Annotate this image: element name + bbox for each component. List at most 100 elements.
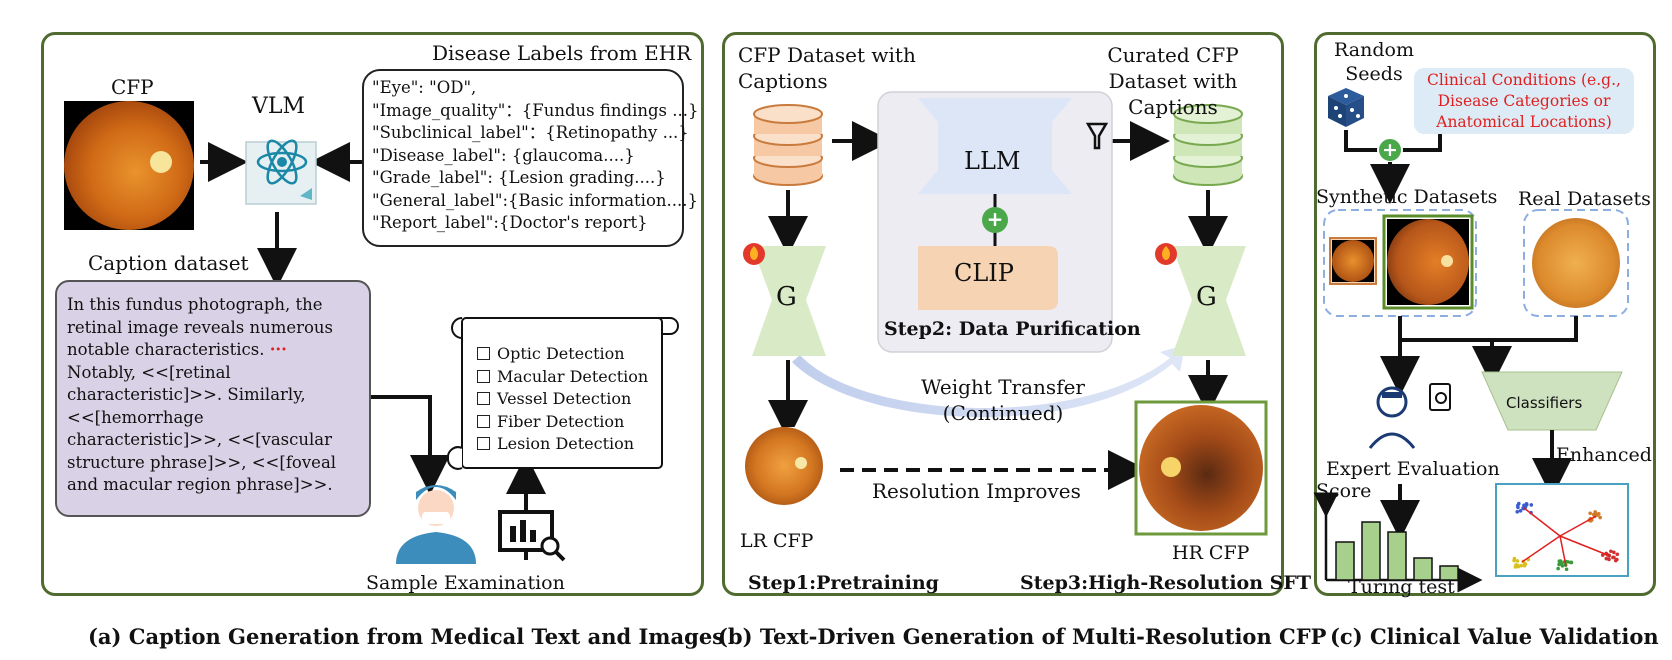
- expert-eval-label: Expert Evaluation: [1326, 458, 1500, 480]
- checklist-scroll: [461, 317, 663, 469]
- scatter-point: [1519, 563, 1524, 568]
- checklist-item: Macular Detection: [477, 366, 648, 389]
- vlm-label: VLM: [252, 94, 306, 119]
- scatter-link: [1523, 507, 1561, 537]
- monitor-icon: [498, 510, 566, 562]
- atom-icon: [245, 139, 317, 205]
- scatter-point: [1564, 567, 1569, 572]
- checklist-item: Lesion Detection: [477, 433, 648, 456]
- scatter-point: [1568, 560, 1573, 565]
- turing-bars: [1335, 521, 1459, 581]
- clinical-conditions-label: Clinical Conditions (e.g., Disease Categ…: [1427, 71, 1621, 131]
- caption-dataset-label: Caption dataset: [88, 251, 249, 275]
- ehr-line: "Disease_label": {glaucoma....}: [372, 145, 635, 165]
- step3-label: Step3:High-Resolution SFT: [1020, 572, 1311, 594]
- scatter-point: [1529, 503, 1534, 507]
- g-label-right: G: [1196, 282, 1217, 312]
- caption-a: (a) Caption Generation from Medical Text…: [88, 624, 724, 649]
- scatter-point: [1612, 550, 1616, 555]
- scatter-point: [1512, 556, 1517, 561]
- checklist-item: Vessel Detection: [477, 388, 648, 411]
- scatter-point: [1615, 557, 1619, 562]
- checklist: Optic Detection Macular Detection Vessel…: [477, 343, 648, 456]
- lr-cfp-label: LR CFP: [740, 530, 814, 552]
- step2-label: Step2: Data Purification: [884, 318, 1141, 340]
- caption-text-box: In this fundus photograph, the retinal i…: [55, 280, 371, 517]
- scatter-point: [1515, 509, 1520, 514]
- scatter-point: [1556, 566, 1560, 571]
- dataset-label: CFP Dataset with Captions: [738, 43, 916, 93]
- filter-icon: [1085, 122, 1109, 150]
- hr-cfp-image: [1139, 405, 1263, 531]
- real-image: [1532, 218, 1620, 308]
- step1-label: Step1:Pretraining: [748, 572, 939, 594]
- scatter-point: [1615, 552, 1620, 557]
- scatter-point: [1518, 509, 1523, 513]
- resolution-improves-label: Resolution Improves: [872, 479, 1081, 503]
- scatter-point: [1604, 556, 1609, 561]
- turing-bar: [1439, 565, 1459, 581]
- score-label: Score: [1316, 480, 1372, 502]
- cfp-label: CFP: [111, 75, 154, 99]
- enhanced-label: Enhanced: [1556, 444, 1652, 466]
- scatter-point: [1516, 505, 1520, 510]
- dataset-cylinder-green: [1173, 104, 1243, 186]
- ehr-line: "Eye": "OD",: [372, 78, 477, 97]
- scatter-link: [1559, 535, 1567, 567]
- generator-shape-right: [1172, 246, 1246, 356]
- ehr-title: Disease Labels from EHR: [432, 41, 692, 65]
- clinical-conditions-box: [1414, 68, 1634, 134]
- cfp-image: [64, 101, 194, 230]
- svg-text:+: +: [1382, 139, 1398, 161]
- scatter-point: [1609, 549, 1613, 554]
- checklist-item: Fiber Detection: [477, 411, 648, 434]
- synthetic-small-image: [1332, 240, 1374, 282]
- ehr-label-box: "Eye": "OD", "Image_quality"：{Fundus fin…: [362, 69, 699, 247]
- scatter-point: [1612, 555, 1616, 560]
- scatter-point: [1522, 563, 1527, 568]
- lr-cfp-image: [745, 427, 823, 505]
- svg-text:+: +: [987, 207, 1004, 231]
- scatter-point: [1598, 515, 1602, 520]
- panel-c: [1314, 32, 1656, 596]
- turing-label: Turing test: [1348, 576, 1455, 598]
- doctor-icon: [396, 485, 476, 564]
- scatter-point: [1588, 511, 1592, 516]
- caption-b: (b) Text-Driven Generation of Multi-Reso…: [718, 624, 1327, 649]
- hr-cfp-label: HR CFP: [1172, 542, 1250, 564]
- scatter-link: [1559, 515, 1597, 537]
- curated-label: Curated CFP Dataset with Captions: [1107, 43, 1239, 119]
- caption-ellipsis: ···: [269, 340, 287, 359]
- panel-b: [722, 32, 1284, 596]
- turing-bar: [1413, 557, 1433, 581]
- llm-label: LLM: [964, 147, 1021, 175]
- ehr-line: "Subclinical_label"：{Retinopathy ...}: [372, 123, 689, 142]
- caption-text-1: In this fundus photograph, the retinal i…: [67, 295, 334, 359]
- scatter-point: [1566, 560, 1570, 564]
- checklist-item: Optic Detection: [477, 343, 648, 366]
- scatter-point: [1515, 559, 1520, 563]
- classifiers-label: Classifiers: [1506, 394, 1583, 412]
- ehr-line: "General_label":{Basic information....}: [372, 190, 698, 210]
- synthetic-large-image: [1387, 219, 1469, 305]
- scatter-point: [1517, 501, 1521, 506]
- turing-bar: [1361, 521, 1381, 581]
- panel-a: [41, 32, 704, 596]
- scatter-point: [1607, 557, 1611, 562]
- weight-transfer-label: Weight Transfer (Continued): [920, 375, 1085, 425]
- g-label-left: G: [776, 282, 797, 312]
- sample-exam-label: Sample Examination: [366, 572, 565, 594]
- scatter-link: [1521, 535, 1561, 563]
- ehr-line: "Report_label":{Doctor's report}: [372, 213, 648, 232]
- clip-label: CLIP: [954, 259, 1014, 287]
- scatter-point: [1524, 502, 1529, 507]
- scatter-point: [1558, 559, 1563, 563]
- turing-bar: [1387, 531, 1407, 581]
- turing-bar: [1335, 541, 1355, 581]
- caption-text-2: Notably, <<[retinal characteristic]>>. S…: [67, 362, 337, 495]
- scatter-point: [1593, 510, 1598, 514]
- ehr-line: "Grade_label": {Lesion grading....}: [372, 168, 666, 187]
- synthetic-datasets-label: Synthetic Datasets: [1316, 186, 1498, 208]
- caption-c: (c) Clinical Value Validation: [1330, 624, 1659, 649]
- dataset-cylinder-orange: [753, 104, 823, 186]
